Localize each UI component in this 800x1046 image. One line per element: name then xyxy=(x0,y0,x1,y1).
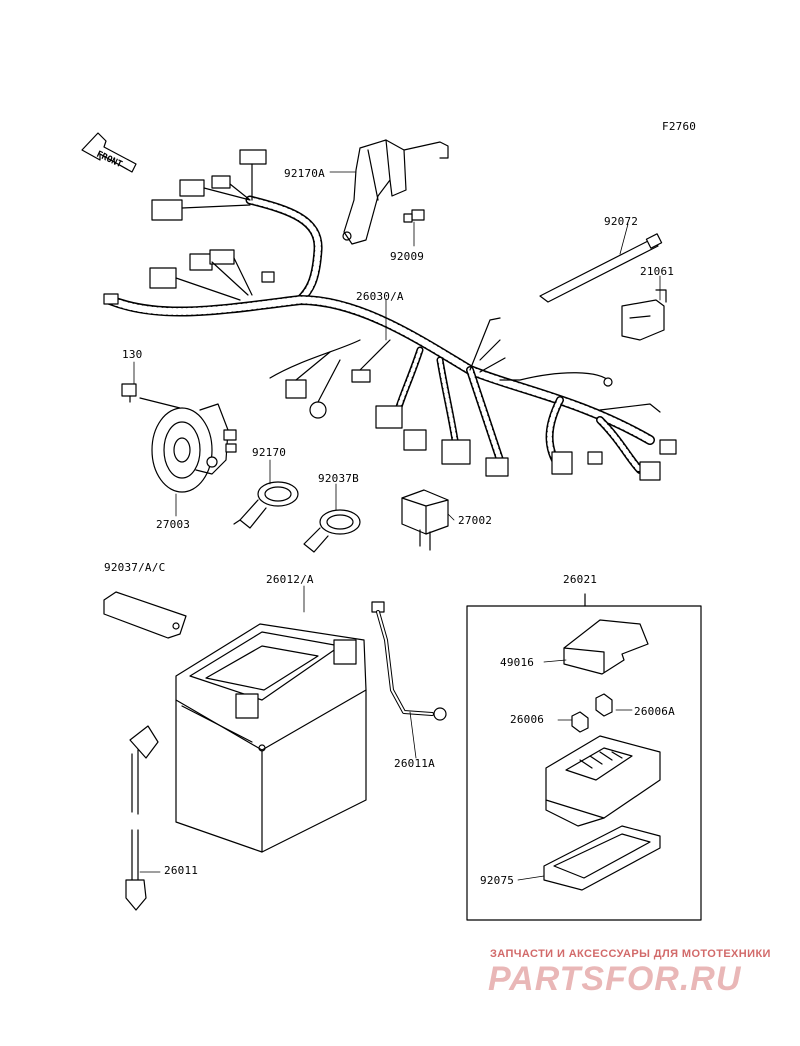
junction-box-frame xyxy=(466,605,702,921)
strap-92072 xyxy=(539,233,663,303)
label-26021: 26021 xyxy=(563,573,598,586)
label-92037AC: 92037/A/C xyxy=(104,561,166,574)
label-26012A: 26012/A xyxy=(266,573,314,586)
clamp-92037B xyxy=(303,509,361,553)
bolt-130 xyxy=(121,383,137,403)
watermark-logo: PARTSFOR.RU xyxy=(488,960,742,998)
battery-26012A xyxy=(175,623,367,853)
cable-26011 xyxy=(125,725,159,911)
watermark-tagline: ЗАПЧАСТИ И АКСЕССУАРЫ ДЛЯ МОТОТЕХНИКИ xyxy=(490,948,771,960)
front-arrow-icon: FRONT xyxy=(81,132,137,173)
label-92075: 92075 xyxy=(480,874,515,887)
part-21061 xyxy=(621,289,667,341)
label-26030A: 26030/A xyxy=(356,290,404,303)
fuse-block xyxy=(545,735,661,827)
bracket-92170A xyxy=(342,139,449,245)
label-92072: 92072 xyxy=(604,215,639,228)
relay-27002 xyxy=(401,489,449,551)
strip-92037AC xyxy=(103,591,187,639)
label-92170: 92170 xyxy=(252,446,287,459)
label-92009: 92009 xyxy=(390,250,425,263)
figure-code: F2760 xyxy=(662,120,697,133)
fuse-26006A xyxy=(595,693,613,717)
label-92170A: 92170A xyxy=(284,167,325,180)
clamp-92170 xyxy=(233,481,299,529)
label-26011A: 26011A xyxy=(394,757,435,770)
fuse-26006 xyxy=(571,711,589,733)
band-92075 xyxy=(543,825,661,891)
label-26006A: 26006A xyxy=(634,705,675,718)
cover-49016 xyxy=(563,619,649,675)
label-26006: 26006 xyxy=(510,713,545,726)
horn-27003 xyxy=(139,397,237,493)
bolt-92009 xyxy=(403,209,425,223)
label-27002: 27002 xyxy=(458,514,493,527)
label-92037B: 92037B xyxy=(318,472,359,485)
wiring-harness-26030A xyxy=(103,149,677,481)
label-26011: 26011 xyxy=(164,864,199,877)
label-27003: 27003 xyxy=(156,518,191,531)
label-130: 130 xyxy=(122,348,143,361)
label-49016: 49016 xyxy=(500,656,535,669)
label-21061: 21061 xyxy=(640,265,675,278)
cable-26011A xyxy=(371,601,447,721)
